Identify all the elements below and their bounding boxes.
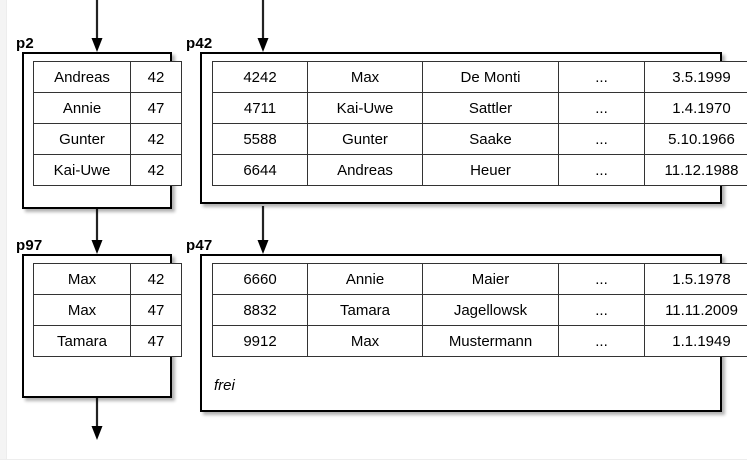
cell-last-name: Maier [422, 263, 559, 295]
cell-id: 6660 [212, 263, 308, 295]
cell-key: Annie [33, 92, 131, 124]
cell-first-name: Kai-Uwe [307, 92, 423, 124]
record-table-p42: 4242 Max De Monti ... 3.5.1999 4711 Kai-… [212, 61, 747, 186]
table-row[interactable]: Max 42 [33, 263, 182, 295]
table-row[interactable]: 9912 Max Mustermann ... 1.1.1949 [212, 325, 747, 357]
free-space-label: frei [214, 377, 235, 394]
cell-first-name: Andreas [307, 154, 423, 186]
cell-last-name: De Monti [422, 61, 559, 93]
cell-key: Kai-Uwe [33, 154, 131, 186]
cell-date: 1.1.1949 [644, 325, 747, 357]
cell-id: 4711 [212, 92, 308, 124]
cell-id: 6644 [212, 154, 308, 186]
table-row[interactable]: Andreas 42 [33, 61, 182, 93]
table-row[interactable]: Tamara 47 [33, 325, 182, 357]
record-table-p2: Andreas 42 Annie 47 Gunter 42 Kai-Uwe 42 [33, 61, 182, 186]
table-row[interactable]: 5588 Gunter Saake ... 5.10.1966 [212, 123, 747, 155]
cell-first-name: Annie [307, 263, 423, 295]
table-row[interactable]: 6660 Annie Maier ... 1.5.1978 [212, 263, 747, 295]
cell-date: 11.12.1988 [644, 154, 747, 186]
table-row[interactable]: Gunter 42 [33, 123, 182, 155]
cell-id: 9912 [212, 325, 308, 357]
page-box-p97[interactable]: Max 42 Max 47 Tamara 47 [22, 254, 182, 398]
cell-last-name: Jagellowsk [422, 294, 559, 326]
cell-date: 1.4.1970 [644, 92, 747, 124]
cell-id: 5588 [212, 123, 308, 155]
arrow-into-p42 [256, 0, 270, 54]
cell-more: ... [558, 294, 645, 326]
page-box-p47[interactable]: 6660 Annie Maier ... 1.5.1978 8832 Tamar… [200, 254, 747, 412]
cell-more: ... [558, 154, 645, 186]
cell-pointer: 47 [130, 325, 182, 357]
cell-last-name: Sattler [422, 92, 559, 124]
cell-more: ... [558, 92, 645, 124]
cell-key: Tamara [33, 325, 131, 357]
page-box-p42[interactable]: 4242 Max De Monti ... 3.5.1999 4711 Kai-… [200, 52, 747, 204]
table-row[interactable]: 6644 Andreas Heuer ... 11.12.1988 [212, 154, 747, 186]
table-row[interactable]: Max 47 [33, 294, 182, 326]
page-label-p42: p42 [186, 35, 213, 52]
record-table-p97: Max 42 Max 47 Tamara 47 [33, 263, 182, 357]
cell-last-name: Heuer [422, 154, 559, 186]
cell-more: ... [558, 325, 645, 357]
cell-id: 8832 [212, 294, 308, 326]
cell-date: 11.11.2009 [644, 294, 747, 326]
left-gutter-strip [0, 0, 7, 460]
cell-first-name: Gunter [307, 123, 423, 155]
cell-pointer: 47 [130, 92, 182, 124]
cell-key: Max [33, 263, 131, 295]
cell-date: 5.10.1966 [644, 123, 747, 155]
cell-pointer: 42 [130, 154, 182, 186]
cell-pointer: 42 [130, 123, 182, 155]
arrow-p97-out [90, 396, 104, 442]
cell-more: ... [558, 263, 645, 295]
table-row[interactable]: 4711 Kai-Uwe Sattler ... 1.4.1970 [212, 92, 747, 124]
cell-pointer: 42 [130, 263, 182, 295]
page-box-p2[interactable]: Andreas 42 Annie 47 Gunter 42 Kai-Uwe 42 [22, 52, 182, 209]
table-row[interactable]: 8832 Tamara Jagellowsk ... 11.11.2009 [212, 294, 747, 326]
cell-key: Andreas [33, 61, 131, 93]
cell-more: ... [558, 123, 645, 155]
table-row[interactable]: 4242 Max De Monti ... 3.5.1999 [212, 61, 747, 93]
table-row[interactable]: Kai-Uwe 42 [33, 154, 182, 186]
arrow-into-p47 [256, 206, 270, 256]
cell-first-name: Tamara [307, 294, 423, 326]
page-label-p97: p97 [16, 237, 43, 254]
cell-last-name: Saake [422, 123, 559, 155]
cell-date: 1.5.1978 [644, 263, 747, 295]
cell-first-name: Max [307, 61, 423, 93]
table-row[interactable]: Annie 47 [33, 92, 182, 124]
cell-key: Max [33, 294, 131, 326]
record-table-p47: 6660 Annie Maier ... 1.5.1978 8832 Tamar… [212, 263, 747, 357]
cell-pointer: 42 [130, 61, 182, 93]
page-label-p47: p47 [186, 237, 213, 254]
arrow-p2-to-p97 [90, 206, 104, 256]
cell-last-name: Mustermann [422, 325, 559, 357]
cell-more: ... [558, 61, 645, 93]
cell-first-name: Max [307, 325, 423, 357]
cell-id: 4242 [212, 61, 308, 93]
page-label-p2: p2 [16, 35, 34, 52]
cell-key: Gunter [33, 123, 131, 155]
arrow-into-p2 [90, 0, 104, 54]
cell-date: 3.5.1999 [644, 61, 747, 93]
cell-pointer: 47 [130, 294, 182, 326]
